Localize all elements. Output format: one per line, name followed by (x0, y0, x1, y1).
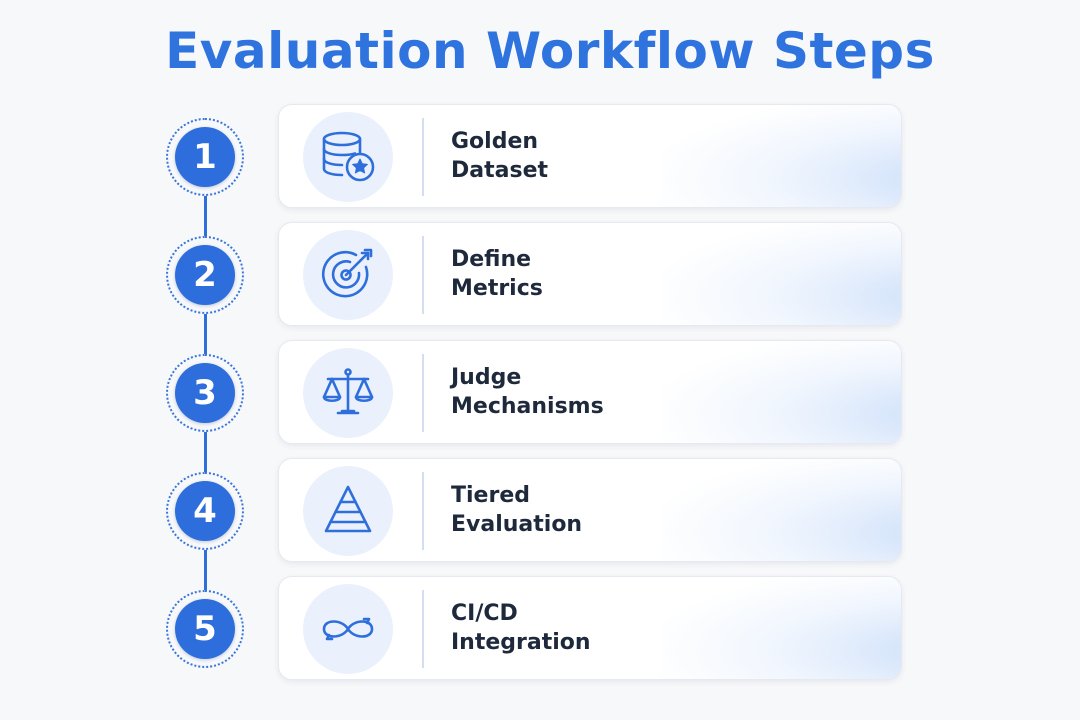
card-divider (422, 354, 424, 432)
step-number-badge: 5 (166, 590, 244, 668)
step-label: Define Metrics (451, 247, 543, 301)
step-2: 2 Define Metrics (0, 222, 1080, 326)
card-divider (422, 236, 424, 314)
step-1: 1 Golden Dataset (0, 104, 1080, 208)
step-number-badge: 1 (166, 118, 244, 196)
card-divider (422, 590, 424, 668)
step-card: Golden Dataset (278, 104, 902, 208)
step-number: 1 (175, 127, 235, 187)
step-number-badge: 2 (166, 236, 244, 314)
step-card: Define Metrics (278, 222, 902, 326)
step-label: Golden Dataset (451, 129, 549, 183)
step-label: Tiered Evaluation (451, 483, 583, 537)
step-number: 2 (175, 245, 235, 305)
scales-icon (303, 348, 393, 438)
step-number: 5 (175, 599, 235, 659)
card-divider (422, 118, 424, 196)
step-4: 4 Tiered Evaluation (0, 458, 1080, 562)
step-label: CI/CD Integration (451, 601, 591, 655)
step-3: 3 Judge (0, 340, 1080, 444)
infinity-loop-icon (303, 584, 393, 674)
page-title: Evaluation Workflow Steps (165, 22, 935, 80)
step-card: Tiered Evaluation (278, 458, 902, 562)
step-number: 4 (175, 481, 235, 541)
step-card: CI/CD Integration (278, 576, 902, 680)
target-arrow-icon (303, 230, 393, 320)
step-number-badge: 4 (166, 472, 244, 550)
pyramid-icon (303, 466, 393, 556)
card-divider (422, 472, 424, 550)
step-card: Judge Mechanisms (278, 340, 902, 444)
database-star-icon (303, 112, 393, 202)
step-label: Judge Mechanisms (451, 365, 604, 419)
step-5: 5 CI/CD Integration (0, 576, 1080, 680)
step-number-badge: 3 (166, 354, 244, 432)
step-number: 3 (175, 363, 235, 423)
